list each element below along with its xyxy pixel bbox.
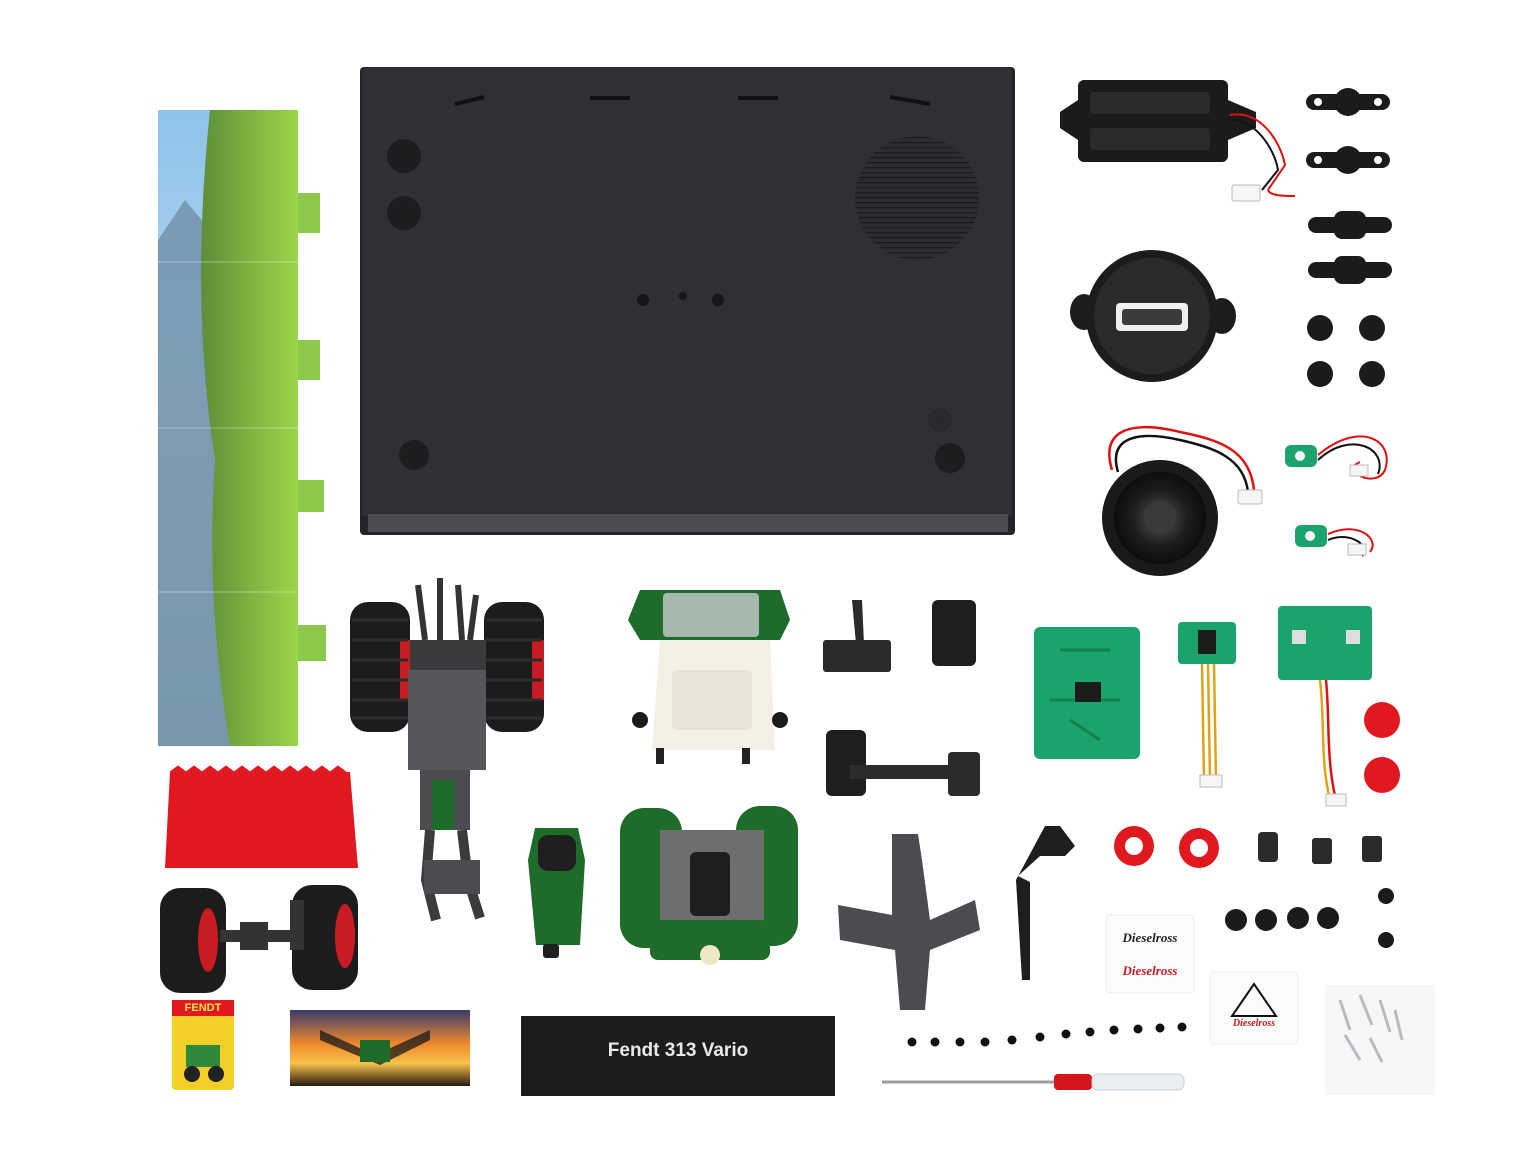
mounting-brackets — [1306, 88, 1392, 387]
sunset-postcard — [290, 1010, 470, 1086]
nameplate-text: Fendt 313 Vario — [607, 1040, 749, 1061]
base-slot — [454, 95, 485, 106]
tin-brand-text: FENDT — [184, 1002, 222, 1014]
exhaust-part — [1016, 826, 1075, 980]
loudspeaker — [1102, 426, 1263, 576]
bead-row — [907, 1022, 1187, 1047]
base-slot — [889, 95, 931, 106]
sticker-brand-2: Dieselross — [1122, 963, 1178, 978]
base-foot — [399, 440, 429, 470]
front-axle — [160, 885, 358, 993]
screw-bag — [1325, 985, 1435, 1095]
speaker-mount — [1070, 250, 1236, 382]
red-gears — [1114, 826, 1219, 868]
tractor-cab — [628, 590, 790, 764]
tractor-body — [620, 806, 798, 965]
base-foot — [935, 443, 965, 473]
nameplate-plate — [521, 1016, 835, 1096]
panorama-backdrop — [158, 110, 326, 746]
base-button-hole — [387, 196, 421, 230]
screwdriver — [882, 1073, 1185, 1091]
base-button-hole — [387, 139, 421, 173]
tractor-hood — [528, 828, 585, 958]
tiny-parts — [1225, 832, 1394, 948]
small-parts-center — [823, 600, 980, 796]
battery-holder — [1060, 80, 1296, 202]
speaker-grille — [855, 136, 979, 260]
red-buttons — [1364, 702, 1400, 793]
cleaning-cloth — [165, 765, 358, 868]
led-boards — [1285, 435, 1388, 557]
sticker-card — [1105, 914, 1195, 994]
display-base — [360, 67, 1015, 535]
logo-card-brand: Dieselross — [1232, 1018, 1276, 1029]
triangle-logo-icon — [1230, 982, 1278, 1017]
sticker-brand-1: Dieselross — [1122, 930, 1178, 945]
chassis-frame — [838, 834, 980, 1010]
logo-card — [1209, 971, 1299, 1045]
pcb-boards — [1034, 606, 1372, 807]
tractor-chassis — [350, 578, 544, 922]
fendt-tin — [172, 1000, 234, 1090]
